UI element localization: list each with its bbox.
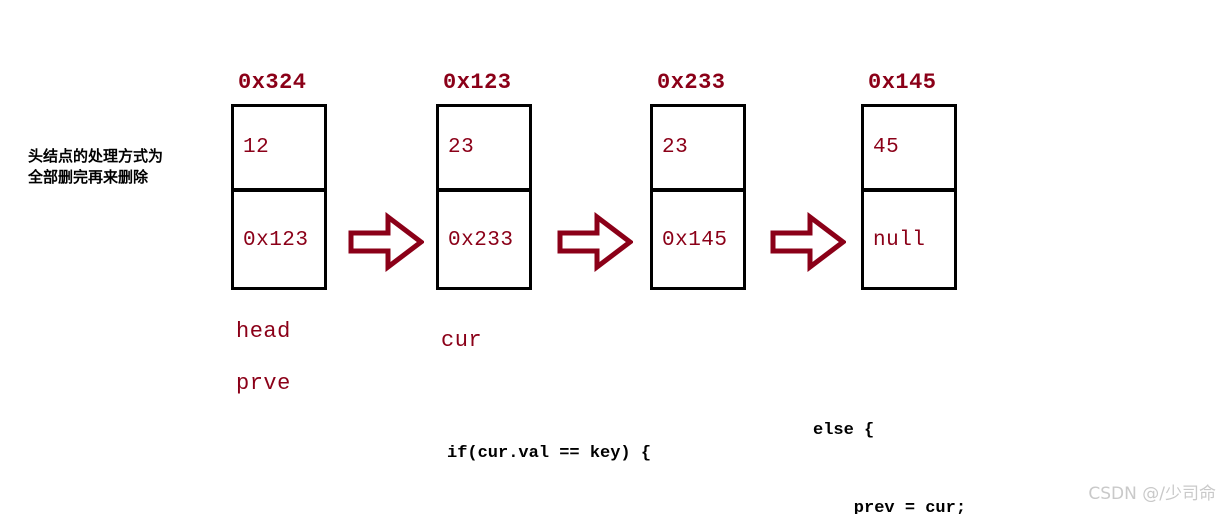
arrow-right-icon-0 — [348, 212, 424, 272]
node-address-0: 0x324 — [238, 70, 307, 95]
node-value-0: 12 — [234, 107, 324, 192]
code-line-else-0: else { — [813, 421, 875, 440]
list-node-1: 23 0x233 — [436, 104, 532, 290]
list-node-2: 23 0x145 — [650, 104, 746, 290]
head-node-annotation: 头结点的处理方式为 全部删完再来删除 — [28, 146, 163, 188]
node-value-1: 23 — [439, 107, 529, 192]
pointer-label-prve: prve — [236, 371, 291, 396]
annotation-line-1: 头结点的处理方式为 — [28, 147, 164, 165]
node-next-3: null — [873, 229, 926, 252]
node-next-1: 0x233 — [448, 229, 514, 252]
node-value-3: 45 — [864, 107, 954, 192]
arrow-right-icon-1 — [557, 212, 633, 272]
code-line-if-0: if(cur.val == key) { — [447, 444, 652, 463]
pointer-label-cur: cur — [441, 328, 483, 353]
code-block-else: else { prev = cur; cur = cur.next; — [813, 366, 1007, 514]
node-address-3: 0x145 — [868, 70, 937, 95]
csdn-watermark: CSDN @/少司命 — [1088, 484, 1216, 504]
node-next-2: 0x145 — [662, 229, 728, 252]
list-node-0: 12 0x123 — [231, 104, 327, 290]
node-address-2: 0x233 — [657, 70, 726, 95]
list-node-3: 45 null — [861, 104, 957, 290]
node-address-1: 0x123 — [443, 70, 512, 95]
annotation-line-2: 全部删完再来删除 — [28, 168, 149, 186]
code-block-if: if(cur.val == key) { prev.next = cur.nex… — [447, 389, 702, 514]
arrow-right-icon-2 — [770, 212, 846, 272]
pointer-label-head: head — [236, 319, 291, 344]
node-next-0: 0x123 — [243, 229, 309, 252]
code-line-else-1: prev = cur; — [813, 499, 967, 514]
node-value-2: 23 — [653, 107, 743, 192]
